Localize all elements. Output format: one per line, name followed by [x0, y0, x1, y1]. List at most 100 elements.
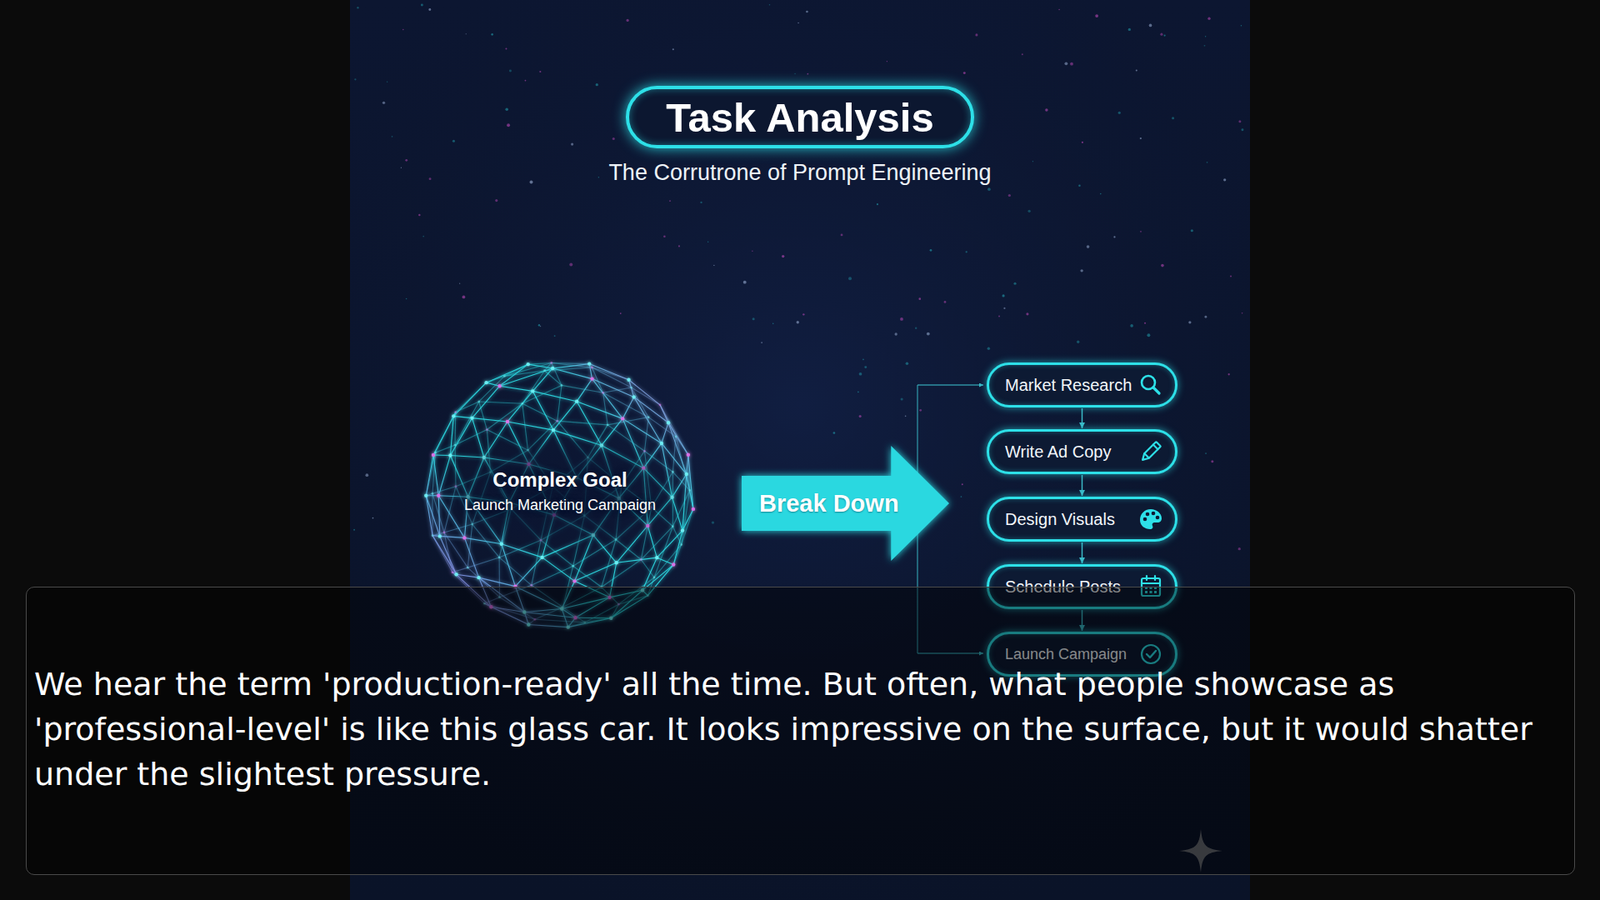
particle — [859, 415, 862, 418]
particle — [554, 335, 556, 337]
wire — [654, 526, 673, 578]
wire — [603, 392, 650, 417]
particle — [772, 322, 775, 325]
vertex — [550, 366, 555, 370]
wire — [500, 368, 554, 386]
particle — [961, 483, 964, 485]
particle — [1223, 178, 1226, 181]
particle — [965, 250, 968, 253]
particle — [570, 143, 574, 146]
particle — [1238, 547, 1241, 550]
particle — [886, 60, 888, 62]
title-pill: Task Analysis — [625, 85, 974, 149]
wire — [654, 545, 682, 578]
particle — [805, 10, 809, 14]
particle — [895, 332, 898, 335]
vertex — [451, 570, 455, 574]
wire — [450, 415, 454, 455]
particle — [1230, 275, 1232, 278]
particle — [1205, 452, 1207, 455]
vertex — [666, 420, 670, 425]
vertex — [530, 389, 535, 393]
wire — [425, 452, 435, 496]
vertex — [555, 420, 559, 423]
particle — [540, 325, 541, 327]
vertex — [659, 403, 662, 406]
particle — [420, 4, 424, 7]
wire — [681, 509, 694, 545]
particle — [987, 187, 991, 191]
particle — [1058, 9, 1060, 11]
particle — [963, 71, 966, 75]
wire — [479, 401, 488, 430]
particle — [1095, 14, 1099, 18]
particle — [402, 29, 404, 30]
particle — [625, 19, 629, 22]
particle — [1135, 69, 1138, 71]
wire — [603, 387, 632, 393]
particle — [848, 276, 852, 280]
particle — [944, 300, 947, 304]
vertex — [551, 428, 555, 432]
particle — [505, 48, 507, 50]
wire — [522, 403, 558, 421]
wire — [589, 364, 629, 380]
vertex — [606, 423, 610, 426]
particle — [794, 73, 795, 75]
particle — [1160, 264, 1165, 268]
particle — [1025, 312, 1029, 315]
particle — [595, 83, 599, 86]
vertex — [630, 386, 633, 390]
vertex — [454, 410, 457, 414]
particle — [391, 135, 394, 138]
particle — [987, 347, 990, 350]
break-down-arrow: Break Down — [741, 445, 950, 561]
particle — [505, 108, 509, 112]
wire — [440, 535, 457, 575]
wire — [453, 415, 472, 418]
particle — [612, 137, 615, 140]
wire — [591, 367, 631, 388]
particle — [530, 180, 534, 185]
wire — [444, 532, 468, 568]
vertex — [498, 556, 501, 560]
wire — [648, 417, 676, 437]
wire — [644, 417, 649, 452]
particle — [539, 70, 541, 73]
vertex — [590, 366, 594, 370]
vertex — [477, 400, 480, 404]
wire — [532, 390, 577, 401]
particle — [386, 80, 388, 82]
vertex — [448, 453, 452, 457]
vertex — [671, 562, 675, 566]
particle — [1240, 128, 1244, 131]
particle — [930, 249, 933, 252]
particles — [353, 4, 1244, 551]
particle — [1188, 320, 1191, 324]
particle — [372, 517, 375, 520]
particle — [918, 297, 921, 300]
vertex — [680, 543, 683, 546]
wire — [455, 382, 487, 412]
wire — [642, 557, 657, 590]
vertex — [526, 362, 530, 366]
vertex — [601, 391, 605, 395]
particle — [1171, 116, 1175, 120]
particle — [1003, 307, 1005, 310]
wire — [601, 560, 642, 588]
particle — [1008, 194, 1011, 197]
wire — [573, 565, 602, 587]
particle — [998, 315, 1000, 318]
vertex — [540, 555, 544, 560]
wire — [455, 401, 480, 413]
wire — [432, 535, 457, 575]
vertex — [572, 579, 576, 583]
particle — [1013, 282, 1016, 285]
wire — [455, 401, 480, 445]
wire — [603, 392, 608, 425]
wire — [551, 362, 562, 385]
vertex — [655, 555, 659, 560]
wire — [686, 474, 694, 510]
wire — [440, 535, 465, 538]
vertex — [431, 534, 435, 537]
